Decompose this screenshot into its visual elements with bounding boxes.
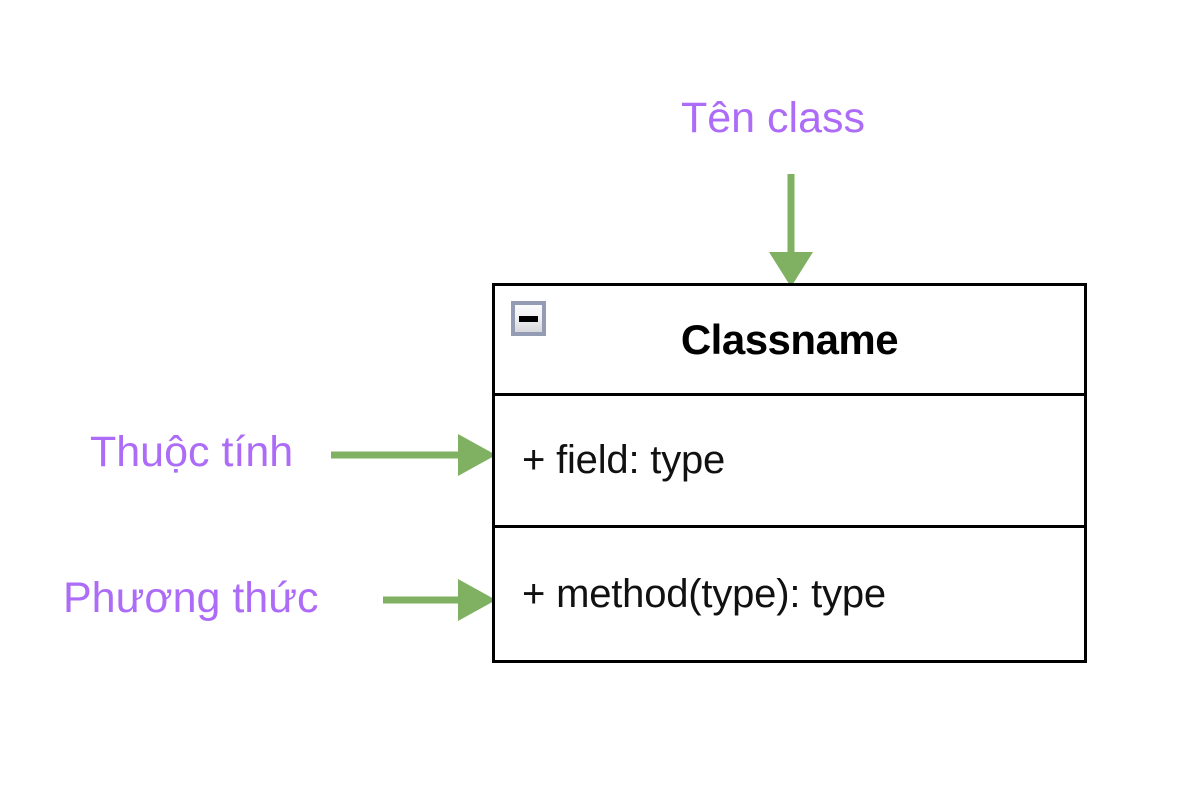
- arrow-to-method-row: [383, 579, 496, 621]
- arrow-to-attribute-row: [331, 434, 496, 476]
- annotation-label-method: Phương thức: [63, 574, 319, 622]
- class-fields-compartment: + field: type: [495, 396, 1084, 528]
- class-methods-compartment: + method(type): type: [495, 528, 1084, 660]
- uml-class-box[interactable]: Classname + field: type + method(type): …: [492, 283, 1087, 663]
- annotation-label-attribute: Thuộc tính: [90, 428, 294, 476]
- arrow-to-class-name: [769, 174, 813, 287]
- minus-bar: [519, 315, 538, 322]
- class-field-row[interactable]: + field: type: [522, 438, 726, 482]
- class-method-row[interactable]: + method(type): type: [522, 571, 886, 616]
- class-title: Classname: [680, 315, 899, 363]
- minus-icon[interactable]: [511, 301, 546, 336]
- class-header-compartment: Classname: [495, 286, 1084, 396]
- annotation-label-class-name: Tên class: [681, 94, 866, 142]
